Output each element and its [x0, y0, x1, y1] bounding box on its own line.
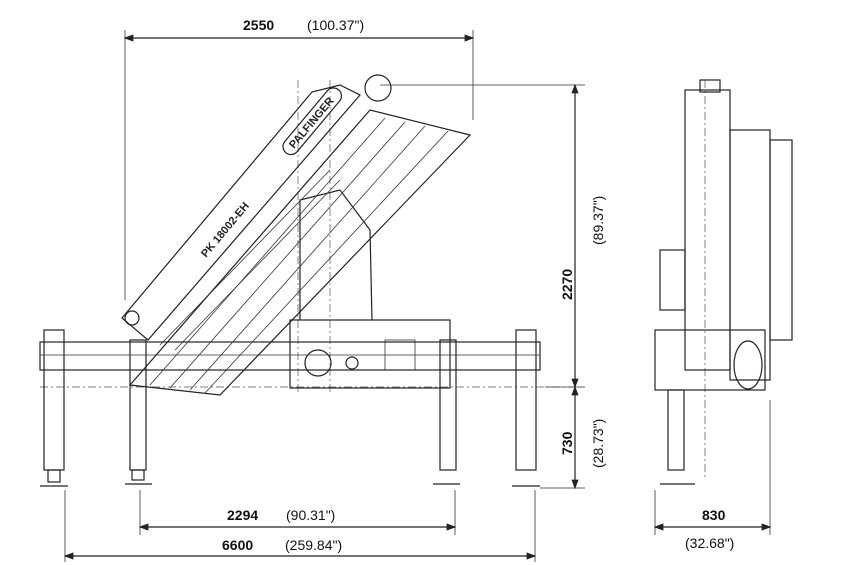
crane-side-view	[654, 79, 793, 485]
dim-spans: 2294 (90.31") 6600 (259.84")	[63, 490, 537, 562]
brand-logo: PALFINGER	[282, 87, 343, 156]
dim-heights: 2270 (89.37") 730 (28.73")	[380, 83, 606, 490]
inner-span-mm: 2294	[227, 507, 258, 523]
height-below-in: (28.73")	[590, 419, 606, 468]
brand-label: PALFINGER	[287, 95, 337, 151]
side-width-mm: 830	[702, 507, 726, 523]
outer-span-mm: 6600	[222, 537, 253, 553]
top-width-mm: 2550	[243, 17, 274, 33]
height-above-in: (89.37")	[590, 196, 606, 245]
height-below-mm: 730	[559, 431, 575, 455]
height-above-mm: 2270	[559, 269, 575, 300]
side-width-in: (32.68")	[685, 535, 734, 551]
inner-span-in: (90.31")	[286, 507, 335, 523]
dim-top-width: 2550 (100.37")	[123, 17, 475, 300]
outer-span-in: (259.84")	[285, 537, 342, 553]
dim-side-width: 830 (32.68")	[653, 400, 772, 551]
crane-front-view	[39, 74, 541, 487]
top-width-in: (100.37")	[307, 17, 364, 33]
